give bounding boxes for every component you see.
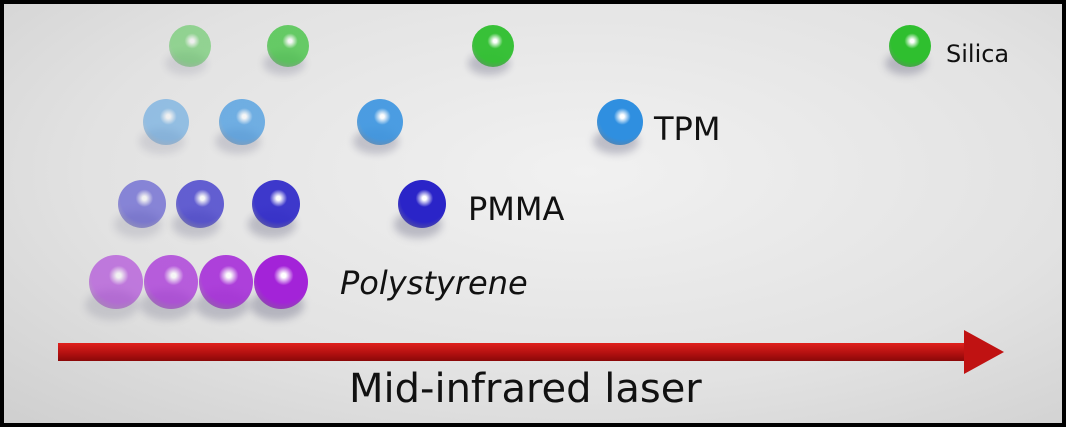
particle-sphere [199, 255, 253, 309]
sphere-shadow [139, 128, 185, 155]
particle-sphere [889, 25, 931, 67]
label-silica: Silica [946, 40, 1010, 68]
particle-sphere [176, 180, 224, 228]
particle-sphere [252, 180, 300, 228]
particle-sphere [144, 255, 198, 309]
label-polystyrene: Polystyrene [340, 264, 528, 302]
laser-arrow-shaft [58, 343, 968, 361]
label-pmma: PMMA [468, 190, 565, 228]
particle-sphere [472, 25, 514, 67]
particle-sphere [89, 255, 143, 309]
particle-sphere [398, 180, 446, 228]
particle-sphere [219, 99, 265, 145]
label-tpm: TPM [654, 110, 721, 148]
particle-sphere [143, 99, 189, 145]
particle-sphere [118, 180, 166, 228]
particle-sphere [169, 25, 211, 67]
particle-sphere [254, 255, 308, 309]
particle-sphere [357, 99, 403, 145]
sphere-shadow [165, 52, 207, 76]
particle-sphere [597, 99, 643, 145]
laser-label: Mid-infrared laser [349, 366, 702, 412]
particle-sphere [267, 25, 309, 67]
laser-arrow-head [964, 330, 1004, 374]
